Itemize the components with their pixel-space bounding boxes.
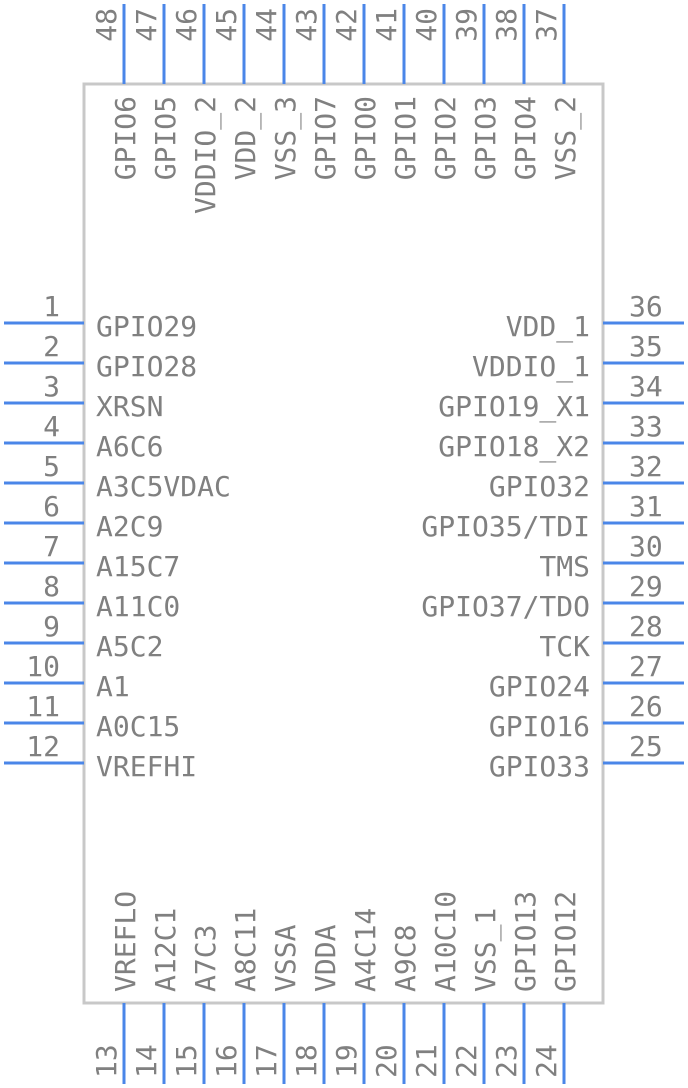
pin-17-label: VSSA (269, 924, 302, 992)
pin-31-number: 31 (629, 490, 663, 523)
pin-17-number: 17 (250, 1044, 283, 1078)
pin-14-number: 14 (130, 1044, 163, 1078)
pin-14-label: A12C1 (149, 908, 182, 992)
pin-21-label: A10C10 (429, 891, 462, 992)
pin-35-label: VDDIO_1 (472, 350, 590, 384)
pin-48-number: 48 (90, 8, 123, 42)
pin-34-number: 34 (629, 370, 663, 403)
pin-31-label: GPIO35/TDI (421, 510, 590, 543)
pin-4-label: A6C6 (96, 430, 163, 463)
ic-body-outline (82, 82, 605, 1005)
pin-23-label: GPIO13 (509, 891, 542, 992)
pin-41-number: 41 (370, 8, 403, 42)
pin-26-number: 26 (629, 690, 663, 723)
pin-33-label: GPIO18_X2 (438, 430, 590, 464)
pin-47-label: GPIO5 (149, 96, 182, 180)
pin-48-label: GPIO6 (109, 96, 142, 180)
pin-38-label: GPIO4 (509, 96, 542, 180)
pin-36-number: 36 (629, 290, 663, 323)
pin-26-label: GPIO16 (489, 710, 590, 743)
pin-11-number: 11 (26, 690, 60, 723)
pin-13-number: 13 (90, 1044, 123, 1078)
pin-46-label: VDDIO_2 (189, 96, 223, 214)
pin-16-number: 16 (210, 1044, 243, 1078)
pin-27-label: GPIO24 (489, 670, 590, 703)
pin-7-label: A15C7 (96, 550, 180, 583)
pin-40-number: 40 (410, 8, 443, 42)
pin-41-label: GPIO1 (389, 96, 422, 180)
pin-45-number: 45 (210, 8, 243, 42)
pin-18-number: 18 (290, 1044, 323, 1078)
pin-1-number: 1 (43, 290, 60, 323)
pin-21-number: 21 (410, 1044, 443, 1078)
pin-44-label: VSS_3 (269, 96, 303, 180)
pin-9-label: A5C2 (96, 630, 163, 663)
pin-2-number: 2 (43, 330, 60, 363)
pin-5-label: A3C5VDAC (96, 470, 231, 503)
pin-34-label: GPIO19_X1 (438, 390, 590, 424)
pin-39-label: GPIO3 (469, 96, 502, 180)
pin-25-label: GPIO33 (489, 750, 590, 783)
pin-3-number: 3 (43, 370, 60, 403)
pin-42-number: 42 (330, 8, 363, 42)
pin-9-number: 9 (43, 610, 60, 643)
pin-4-number: 4 (43, 410, 60, 443)
pin-25-number: 25 (629, 730, 663, 763)
pin-19-number: 19 (330, 1044, 363, 1078)
pin-43-number: 43 (290, 8, 323, 42)
pin-36-label: VDD_1 (506, 310, 590, 344)
pin-23-number: 23 (490, 1044, 523, 1078)
pin-22-label: VSS_1 (469, 908, 503, 992)
pin-30-number: 30 (629, 530, 663, 563)
pin-20-label: A9C8 (389, 925, 422, 992)
pin-10-number: 10 (26, 650, 60, 683)
pin-45-label: VDD_2 (229, 96, 263, 180)
pin-8-number: 8 (43, 570, 60, 603)
pin-1-label: GPIO29 (96, 310, 197, 343)
pin-39-number: 39 (450, 8, 483, 42)
pin-29-label: GPIO37/TDO (421, 590, 590, 623)
pin-28-number: 28 (629, 610, 663, 643)
pin-6-label: A2C9 (96, 510, 163, 543)
pin-28-label: TCK (539, 630, 590, 663)
pin-2-label: GPIO28 (96, 350, 197, 383)
pin-18-label: VDDA (309, 924, 342, 992)
pin-44-number: 44 (250, 8, 283, 42)
pin-40-label: GPIO2 (429, 96, 462, 180)
pin-37-label: VSS_2 (549, 96, 583, 180)
pin-19-label: A4C14 (349, 908, 382, 992)
pin-38-number: 38 (490, 8, 523, 42)
pin-30-label: TMS (539, 550, 590, 583)
pin-3-label: XRSN (96, 390, 163, 423)
pin-35-number: 35 (629, 330, 663, 363)
pin-27-number: 27 (629, 650, 663, 683)
pin-12-number: 12 (26, 730, 60, 763)
pin-29-number: 29 (629, 570, 663, 603)
pin-8-label: A11C0 (96, 590, 180, 623)
pin-6-number: 6 (43, 490, 60, 523)
pin-32-number: 32 (629, 450, 663, 483)
pin-15-number: 15 (170, 1044, 203, 1078)
pin-47-number: 47 (130, 8, 163, 42)
pin-42-label: GPIO0 (349, 96, 382, 180)
pin-22-number: 22 (450, 1044, 483, 1078)
pin-24-number: 24 (530, 1044, 563, 1078)
pin-24-label: GPIO12 (549, 891, 582, 992)
pin-32-label: GPIO32 (489, 470, 590, 503)
pin-7-number: 7 (43, 530, 60, 563)
pin-33-number: 33 (629, 410, 663, 443)
pin-12-label: VREFHI (96, 750, 197, 783)
pin-13-label: VREFLO (109, 891, 142, 992)
pin-16-label: A8C11 (229, 908, 262, 992)
pin-15-label: A7C3 (189, 925, 222, 992)
pin-43-label: GPIO7 (309, 96, 342, 180)
pin-20-number: 20 (370, 1044, 403, 1078)
pin-10-label: A1 (96, 670, 130, 703)
pin-5-number: 5 (43, 450, 60, 483)
pin-37-number: 37 (530, 8, 563, 42)
pin-11-label: A0C15 (96, 710, 180, 743)
pin-46-number: 46 (170, 8, 203, 42)
pins-layer: 1GPIO292GPIO283XRSN4A6C65A3C5VDAC6A2C97A… (4, 4, 684, 1084)
